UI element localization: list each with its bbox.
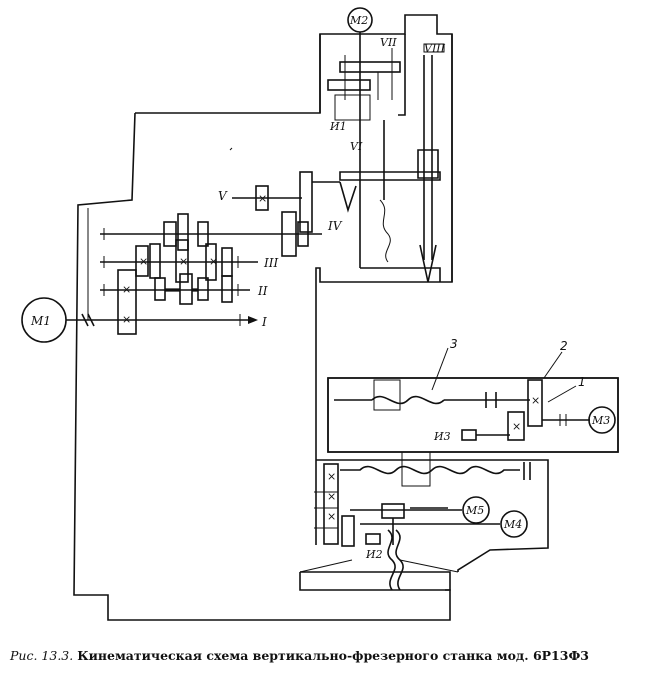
clutch-label-i3: И3 [433, 430, 451, 443]
saddle-feed: × × × М5 М4 И2 [314, 451, 531, 591]
shaft-label-iv: IV [327, 219, 343, 233]
svg-text:×: × [327, 470, 336, 483]
svg-text:×: × [139, 255, 148, 268]
shaft-label-i: I [261, 315, 267, 329]
svg-text:×: × [179, 255, 188, 268]
callout-3: 3 [450, 337, 458, 351]
motor-label-m2: М2 [349, 14, 368, 27]
clutch-label-i2: И2 [365, 548, 383, 561]
shaft-label-iii: III [263, 256, 278, 270]
kinematic-scheme: М1 I II III IV V × × [21, 7, 619, 621]
spindle-head: М2 VII VIII И1 VI [327, 7, 446, 283]
motor-label-m5: М5 [465, 504, 484, 517]
table-feed: × × М3 И3 3 2 1 [334, 337, 616, 443]
shaft-label-ii: II [257, 284, 268, 298]
figure-caption: Рис. 13.3. Кинематическая схема вертикал… [10, 648, 642, 663]
machine-frame [73, 14, 619, 621]
callout-1: 1 [578, 375, 586, 389]
caption-text: Кинематическая схема вертикально-фрезерн… [77, 648, 590, 663]
svg-text:×: × [327, 490, 336, 503]
motor-label-m4: М4 [503, 518, 522, 531]
clutch-label-i1: И1 [329, 120, 347, 133]
callout-2: 2 [560, 339, 568, 353]
svg-text:×: × [531, 394, 540, 407]
svg-text:×: × [209, 255, 218, 268]
motor-m1: М1 [21, 297, 258, 343]
shaft-label-vii: VII [380, 36, 397, 49]
svg-text:×: × [122, 283, 131, 296]
main-gearbox: I II III IV V × × × × × [100, 171, 343, 335]
svg-text:×: × [327, 510, 336, 523]
motor-label-m3: М3 [591, 414, 610, 427]
svg-text:×: × [512, 420, 521, 433]
svg-text:×: × [258, 192, 267, 205]
caption-number: Рис. 13.3. [10, 648, 74, 663]
svg-text:×: × [122, 313, 131, 326]
shaft-label-vi: VI [350, 140, 363, 153]
motor-label-m1: М1 [30, 314, 51, 328]
shaft-label-v: V [218, 189, 228, 203]
